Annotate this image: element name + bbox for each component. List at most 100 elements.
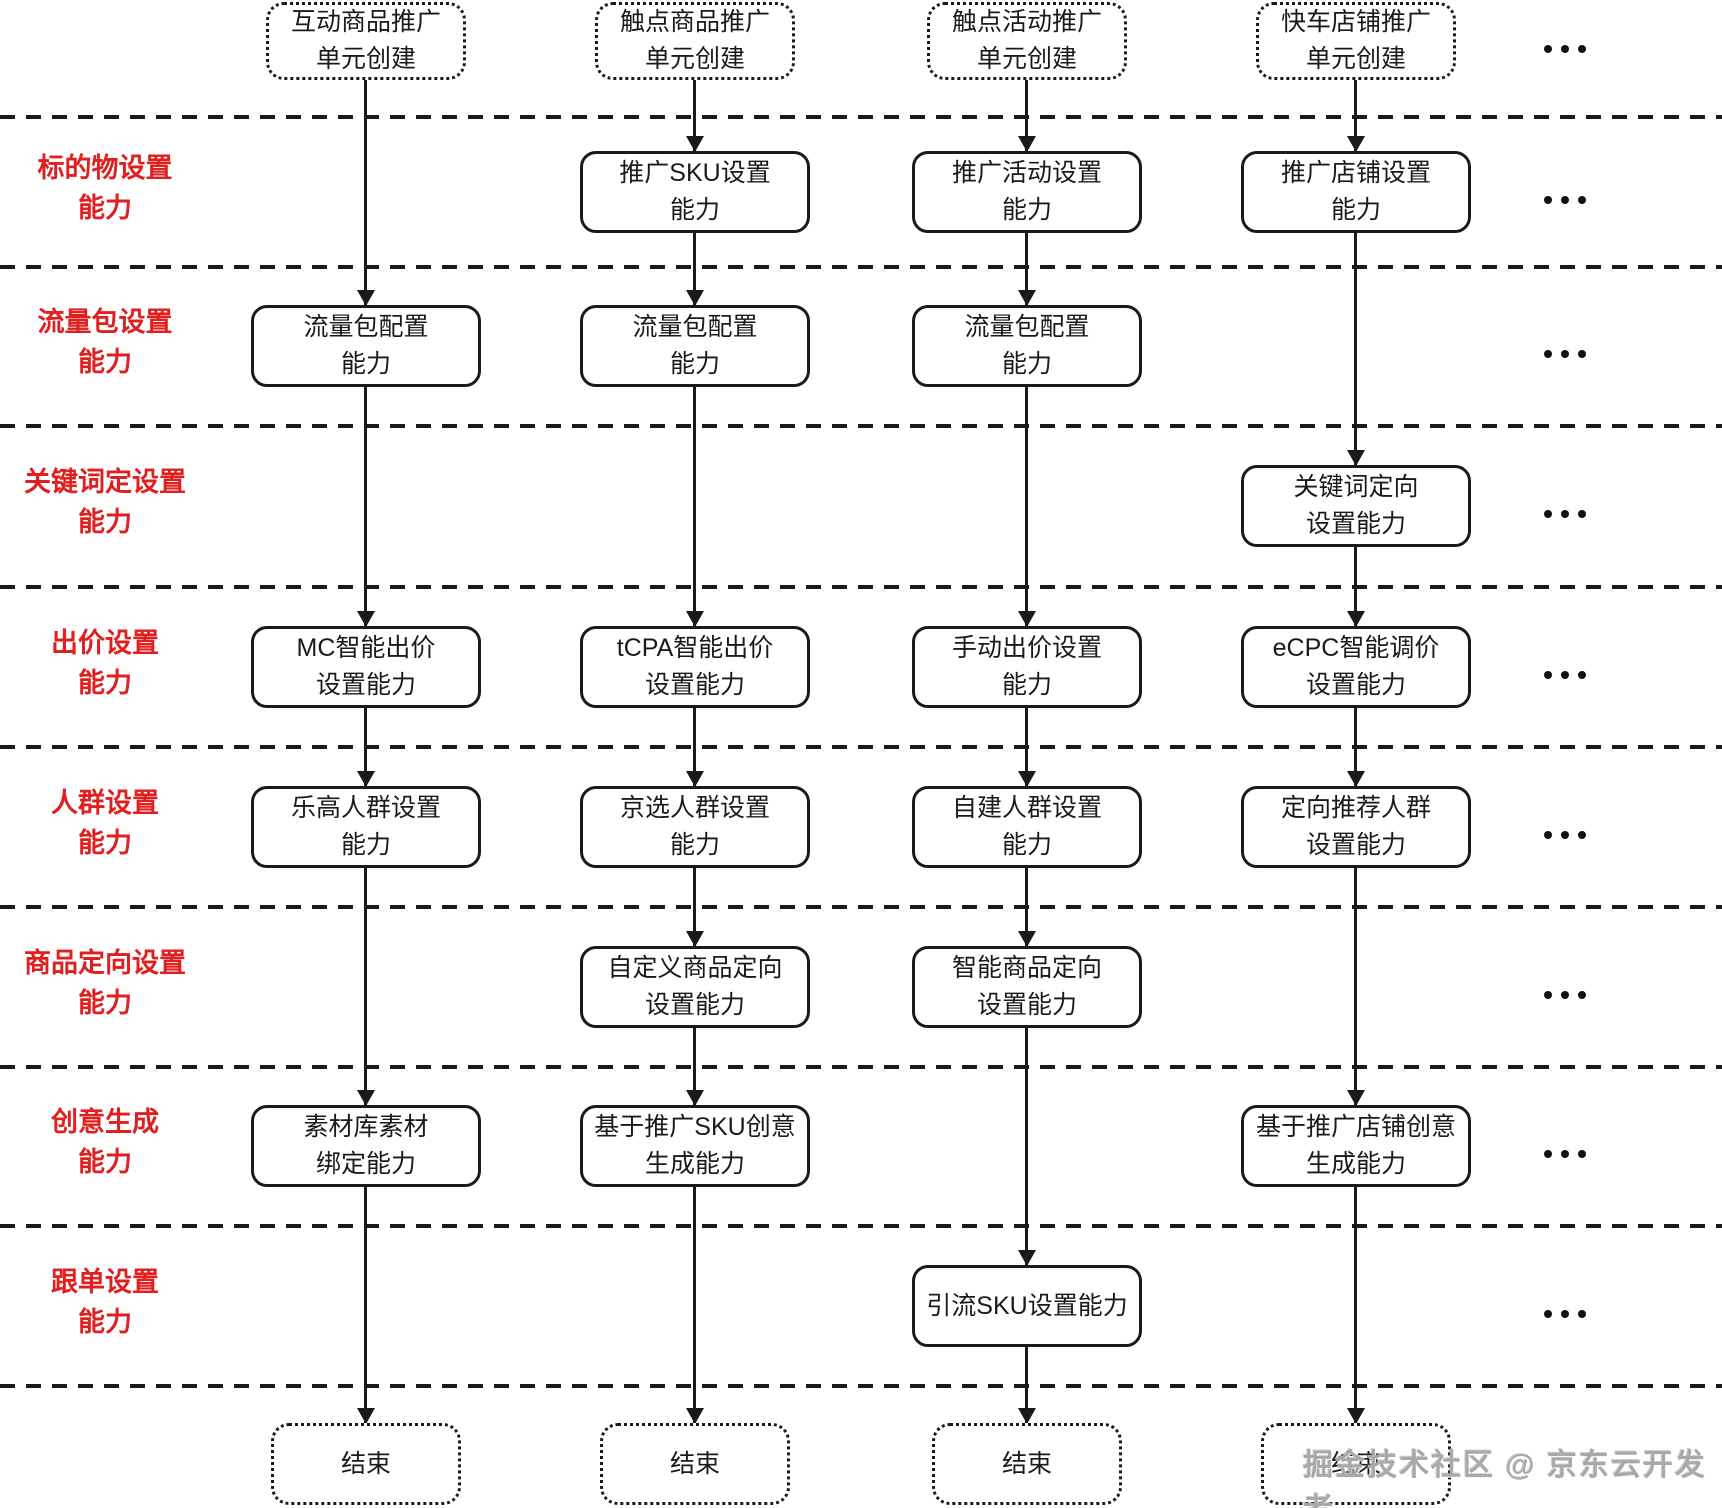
flow-node-label: 单元创建 [1305, 45, 1406, 73]
swimlane-divider-1 [0, 265, 1722, 269]
flow-node-label: 设置能力 [644, 991, 745, 1019]
flow-line-interactive-product [364, 708, 367, 786]
flow-node-label: 智能商品定向 [951, 954, 1102, 982]
flow-node-interactive-product-band0: 互动商品推广单元创建 [266, 2, 466, 80]
ellipsis-more-band-7 [1544, 1150, 1586, 1158]
flow-line-touchpoint-activity [1025, 80, 1028, 151]
flow-node-label: 京选人群设置 [619, 794, 770, 822]
flow-node-interactive-product-band7: 素材库素材绑定能力 [251, 1105, 481, 1187]
flow-node-label: 引流SKU设置能力 [926, 1291, 1128, 1320]
ellipsis-more-band-8 [1544, 1310, 1586, 1318]
flow-node-touchpoint-activity-band8: 引流SKU设置能力 [912, 1265, 1142, 1347]
flow-line-kuaiche-shop [1354, 80, 1357, 151]
watermark: 掘金技术社区 @ 京东云开发者 [1303, 1449, 1707, 1508]
arrow-down-icon [1347, 771, 1365, 787]
flow-node-touchpoint-activity-band5: 自建人群设置能力 [912, 786, 1142, 868]
flow-node-kuaiche-shop-band0: 快车店铺推广单元创建 [1256, 2, 1456, 80]
lane-label-band-1: 标的物设置 能力 [37, 153, 173, 223]
flow-line-interactive-product [364, 868, 367, 1105]
flow-node-label: 触点商品推广 [619, 8, 770, 36]
flow-node-label: 流量包配置 [632, 313, 758, 341]
ellipsis-more-band-1 [1544, 196, 1586, 204]
swimlane-divider-8 [0, 1384, 1722, 1388]
ellipsis-more-band-2 [1544, 350, 1586, 358]
flow-node-label: 基于推广SKU创意 [594, 1113, 796, 1141]
flow-node-label: 基于推广店铺创意 [1255, 1113, 1456, 1141]
flow-line-touchpoint-product [693, 80, 696, 151]
flow-node-label: 设置能力 [1305, 831, 1406, 859]
lane-label-band-8: 跟单设置 能力 [51, 1267, 159, 1337]
flow-line-touchpoint-product [693, 1187, 696, 1423]
flow-node-label: 能力 [1001, 350, 1052, 378]
flow-node-label: 结束 [669, 1449, 720, 1478]
swimlane-divider-7 [0, 1224, 1722, 1228]
flow-node-touchpoint-product-band5: 京选人群设置能力 [580, 786, 810, 868]
flow-node-label: 能力 [1001, 831, 1052, 859]
flow-line-touchpoint-product [693, 387, 696, 626]
flow-line-touchpoint-product [693, 708, 696, 786]
flow-line-touchpoint-activity [1025, 1347, 1028, 1423]
flow-line-interactive-product [364, 387, 367, 626]
flow-node-label: 单元创建 [644, 45, 745, 73]
flow-node-label: 触点活动推广 [951, 8, 1102, 36]
arrow-down-icon [1347, 1090, 1365, 1106]
flow-node-interactive-product-band9: 结束 [271, 1423, 461, 1505]
swimlane-divider-6 [0, 1065, 1722, 1069]
flow-node-label: 绑定能力 [315, 1150, 416, 1178]
flow-node-label: 推广活动设置 [951, 159, 1102, 187]
flow-node-label: 能力 [669, 196, 720, 224]
flow-node-touchpoint-product-band7: 基于推广SKU创意生成能力 [580, 1105, 810, 1187]
lane-label-band-4: 出价设置 能力 [51, 628, 159, 698]
swimlane-divider-4 [0, 745, 1722, 749]
flow-node-kuaiche-shop-band1: 推广店铺设置能力 [1241, 151, 1471, 233]
flow-node-label: 推广店铺设置 [1280, 159, 1431, 187]
lane-label-band-7: 创意生成 能力 [51, 1107, 159, 1177]
flow-node-label: 设置能力 [1305, 510, 1406, 538]
flow-node-interactive-product-band4: MC智能出价设置能力 [251, 626, 481, 708]
flow-node-interactive-product-band5: 乐高人群设置能力 [251, 786, 481, 868]
arrow-down-icon [686, 1408, 704, 1424]
flow-node-touchpoint-activity-band4: 手动出价设置能力 [912, 626, 1142, 708]
flow-node-touchpoint-product-band1: 推广SKU设置能力 [580, 151, 810, 233]
flow-node-label: 能力 [1001, 671, 1052, 699]
flow-node-touchpoint-product-band0: 触点商品推广单元创建 [595, 2, 795, 80]
arrow-down-icon [1347, 450, 1365, 466]
flow-line-interactive-product [364, 80, 367, 305]
arrow-down-icon [357, 771, 375, 787]
ellipsis-more-band-4 [1544, 671, 1586, 679]
flow-node-label: 手动出价设置 [951, 634, 1102, 662]
arrow-down-icon [357, 1090, 375, 1106]
flow-line-kuaiche-shop [1354, 233, 1357, 465]
flow-node-label: 乐高人群设置 [290, 794, 441, 822]
swimlane-divider-2 [0, 424, 1722, 428]
flow-node-label: 能力 [1001, 196, 1052, 224]
swimlane-divider-5 [0, 905, 1722, 909]
flow-node-label: 自定义商品定向 [607, 954, 783, 982]
flow-node-label: 生成能力 [1305, 1150, 1406, 1178]
flow-line-touchpoint-activity [1025, 387, 1028, 626]
flow-node-label: eCPC智能调价 [1272, 634, 1440, 662]
ellipsis-more-band-5 [1544, 831, 1586, 839]
flow-line-kuaiche-shop [1354, 868, 1357, 1105]
flow-node-label: 设置能力 [1305, 671, 1406, 699]
lane-label-band-2: 流量包设置 能力 [37, 307, 173, 377]
flow-node-kuaiche-shop-band5: 定向推荐人群设置能力 [1241, 786, 1471, 868]
flow-node-label: 单元创建 [976, 45, 1077, 73]
arrow-down-icon [686, 931, 704, 947]
flow-node-touchpoint-activity-band1: 推广活动设置能力 [912, 151, 1142, 233]
arrow-down-icon [1018, 1408, 1036, 1424]
arrow-down-icon [1347, 1408, 1365, 1424]
flow-node-label: MC智能出价 [296, 634, 436, 662]
flow-node-touchpoint-product-band4: tCPA智能出价设置能力 [580, 626, 810, 708]
arrow-down-icon [686, 771, 704, 787]
flow-node-label: 能力 [669, 831, 720, 859]
flow-line-kuaiche-shop [1354, 1187, 1357, 1423]
flow-line-touchpoint-product [693, 1028, 696, 1105]
flow-node-kuaiche-shop-band9: 结束 [1261, 1423, 1451, 1505]
flow-node-label: 快车店铺推广 [1280, 8, 1431, 36]
flow-node-label: 能力 [340, 350, 391, 378]
flow-node-label: 结束 [1330, 1449, 1381, 1478]
flow-line-interactive-product [364, 1187, 367, 1423]
flow-node-touchpoint-activity-band9: 结束 [932, 1423, 1122, 1505]
